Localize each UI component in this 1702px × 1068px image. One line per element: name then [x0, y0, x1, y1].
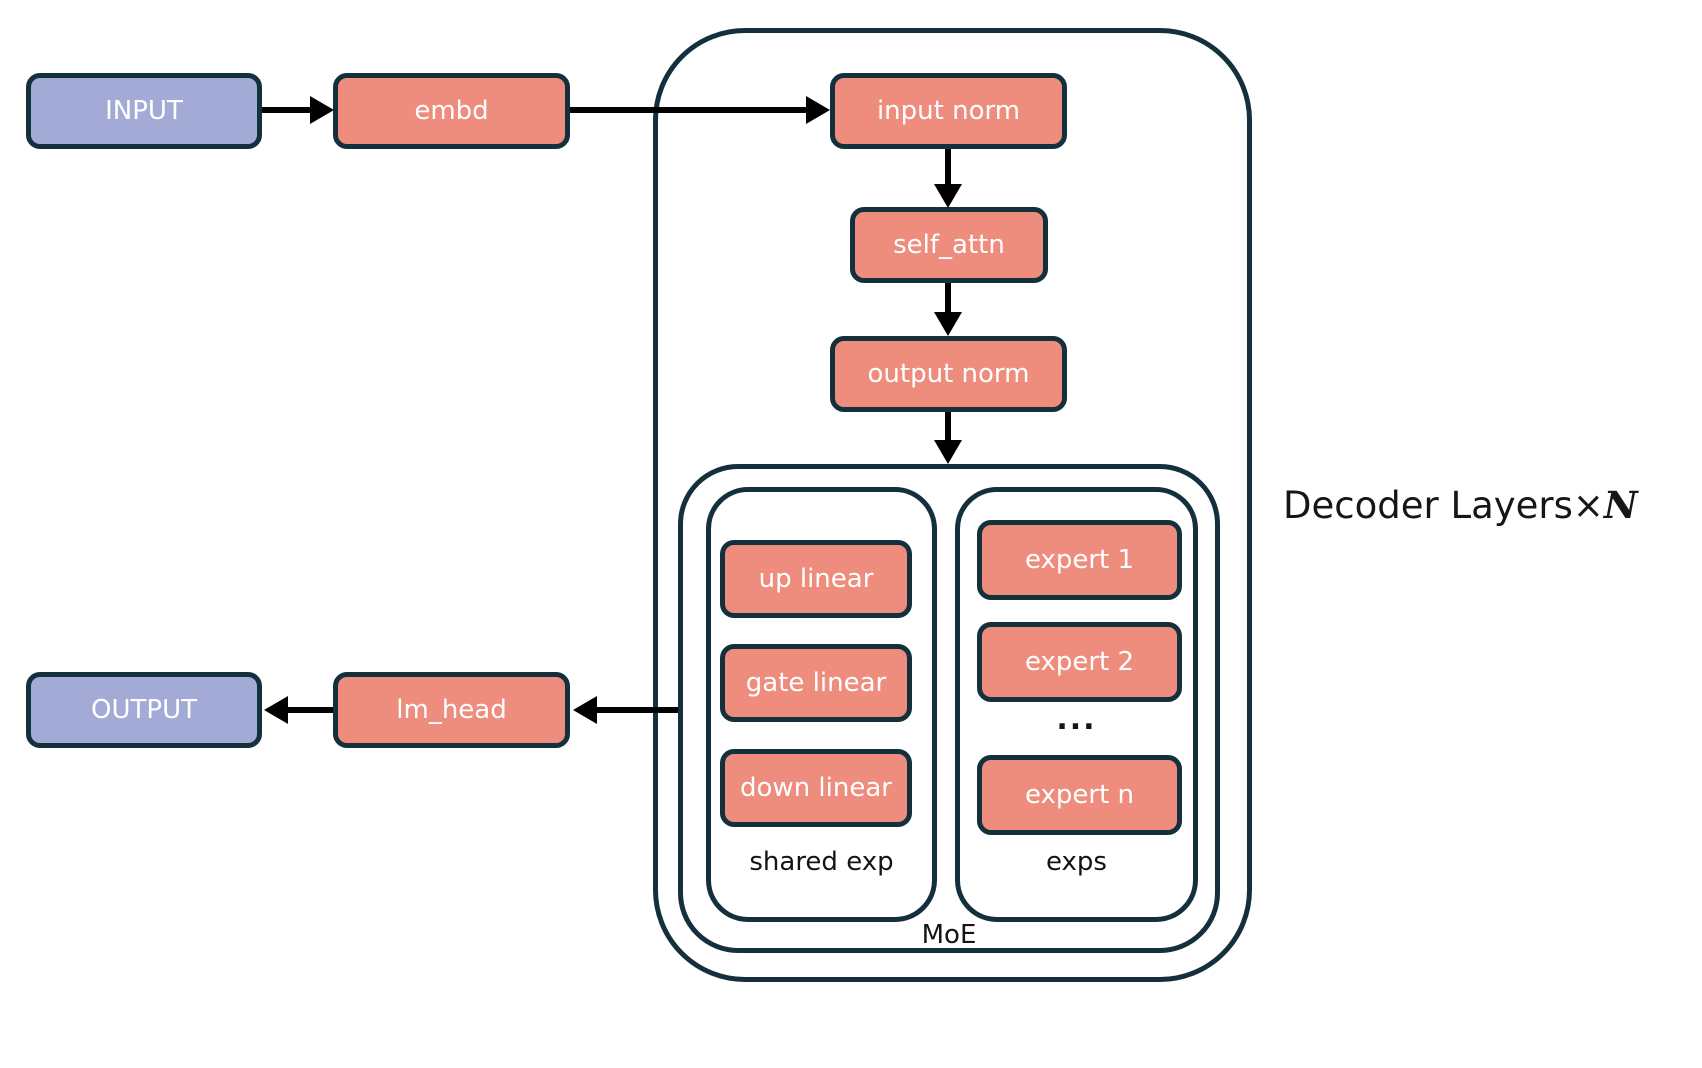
- node-output-label: OUTPUT: [91, 695, 197, 725]
- node-up-linear-label: up linear: [758, 564, 874, 594]
- node-expert-n-label: expert n: [1024, 780, 1135, 810]
- node-expert-1: expert 1: [977, 520, 1182, 600]
- node-lm-head: lm_head: [333, 672, 570, 748]
- node-down-linear-label: down linear: [740, 773, 892, 803]
- decoder-layers-annotation: Decoder Layers×N: [1283, 483, 1638, 528]
- node-input-norm-label: input norm: [876, 96, 1021, 126]
- node-lm-head-label: lm_head: [396, 695, 507, 725]
- shared-exp-label: shared exp: [749, 847, 894, 877]
- node-expert-2: expert 2: [977, 622, 1182, 702]
- node-input-norm: input norm: [830, 73, 1067, 149]
- node-gate-linear-label: gate linear: [745, 668, 887, 698]
- decoder-layers-container: input norm self_attn output norm up line…: [653, 28, 1252, 982]
- node-output-norm: output norm: [830, 336, 1067, 412]
- node-embd: embd: [333, 73, 570, 149]
- exps-container: expert 1 expert 2 ... expert n exps: [955, 487, 1198, 922]
- node-expert-1-label: expert 1: [1024, 545, 1135, 575]
- node-self-attn-label: self_attn: [893, 230, 1005, 260]
- node-input-label: INPUT: [105, 96, 183, 126]
- node-self-attn: self_attn: [850, 207, 1048, 283]
- node-output-norm-label: output norm: [867, 359, 1030, 389]
- node-gate-linear: gate linear: [720, 644, 912, 722]
- experts-ellipsis: ...: [1056, 702, 1097, 737]
- shared-exp-container: up linear gate linear down linear shared…: [706, 487, 937, 922]
- decoder-layers-annotation-n: N: [1603, 483, 1638, 527]
- moe-label: MoE: [921, 920, 977, 950]
- node-output: OUTPUT: [26, 672, 262, 748]
- node-input: INPUT: [26, 73, 262, 149]
- moe-container: up linear gate linear down linear shared…: [678, 464, 1220, 953]
- node-expert-n: expert n: [977, 755, 1182, 835]
- decoder-layers-annotation-text: Decoder Layers×: [1283, 484, 1604, 527]
- node-expert-2-label: expert 2: [1024, 647, 1135, 677]
- node-down-linear: down linear: [720, 749, 912, 827]
- node-up-linear: up linear: [720, 540, 912, 618]
- exps-label: exps: [1046, 847, 1107, 877]
- node-embd-label: embd: [414, 96, 489, 126]
